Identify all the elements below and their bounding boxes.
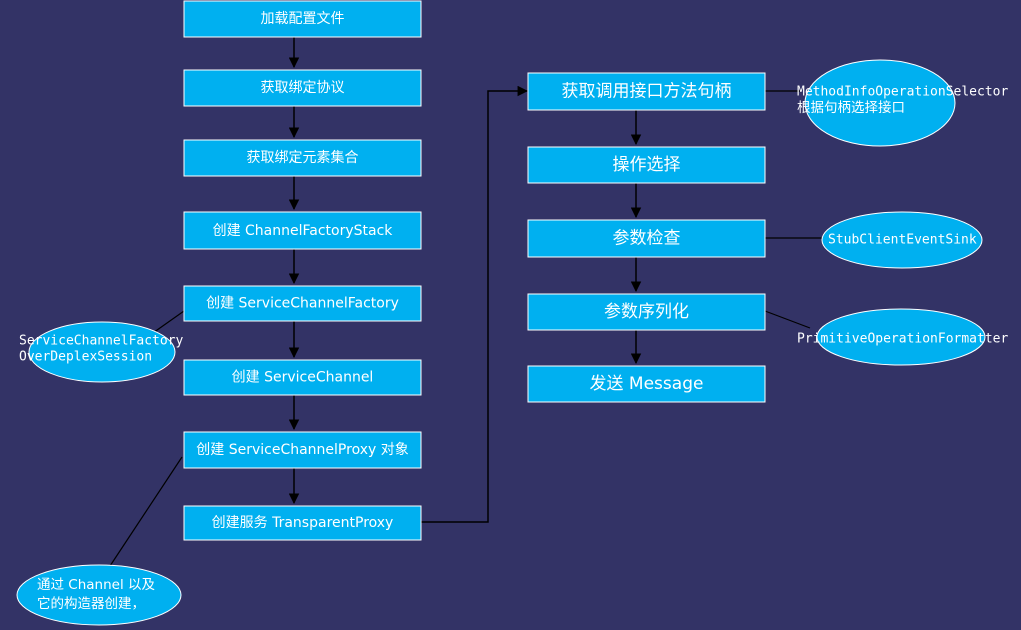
step-label: 发送 Message [590,374,704,394]
step-box [527,146,766,184]
note-factory-session: ServiceChannelFactory OverDeplexSession [19,321,184,383]
leader-formatter [764,310,811,329]
step-create-service-channel-proxy: 创建 ServiceChannelProxy 对象 [183,431,422,469]
step-label: 创建 ServiceChannel [232,370,374,386]
step-box [183,505,422,541]
leader-channel-ctor [107,456,183,570]
note-line: PrimitiveOperationFormatter [797,332,1008,347]
note-event-sink: StubClientEventSink [821,211,983,269]
step-load-config: 加载配置文件 [183,0,422,38]
step-box [527,219,766,258]
step-get-binding-elements: 获取绑定元素集合 [183,139,422,177]
step-send-message: 发送 Message [527,365,766,403]
step-label: 获取绑定元素集合 [247,149,359,166]
step-box [183,139,422,177]
step-label: 加载配置文件 [261,11,345,27]
note-line: 根据句柄选择接口 [797,99,905,116]
note-line: OverDeplexSession [19,350,152,365]
note-line: StubClientEventSink [828,233,977,248]
step-label: 创建 ServiceChannelFactory [206,296,399,312]
step-box [527,293,766,331]
left-column: 加载配置文件 获取绑定协议 获取绑定元素集合 创建 ChannelFactory… [183,0,422,541]
annotation-lines [107,90,822,570]
step-get-binding: 获取绑定协议 [183,69,422,107]
step-label: 创建服务 TransparentProxy [212,515,394,531]
step-box [527,72,766,111]
step-label: 操作选择 [613,155,681,175]
step-label: 获取绑定协议 [261,80,345,96]
right-column: 获取调用接口方法句柄 操作选择 参数检查 参数序列化 发送 Message [527,72,766,403]
step-create-channel-factory-stack: 创建 ChannelFactoryStack [183,211,422,250]
note-ellipse [816,308,986,366]
annotations: ServiceChannelFactory OverDeplexSession … [16,59,1008,626]
step-box [183,0,422,38]
step-label: 参数检查 [613,229,681,249]
note-method-selector: MethodInfoOperationSelector 根据句柄选择接口 [797,59,1008,147]
note-formatter: PrimitiveOperationFormatter [797,308,1008,366]
step-get-method-handle: 获取调用接口方法句柄 [527,72,766,111]
step-label: 创建 ServiceChannelProxy 对象 [196,442,408,458]
note-ellipse [28,321,176,383]
note-ellipse [16,564,182,626]
note-line: 通过 Channel 以及 [37,577,156,593]
note-ellipse [821,211,983,269]
step-param-check: 参数检查 [527,219,766,258]
step-box [183,285,422,322]
step-box [183,211,422,250]
note-line: MethodInfoOperationSelector [797,85,1008,100]
step-operation-select: 操作选择 [527,146,766,184]
step-param-serialize: 参数序列化 [527,293,766,331]
step-box [183,431,422,469]
arrow-cross-column [421,85,529,523]
step-label: 创建 ChannelFactoryStack [213,223,394,239]
step-label: 参数序列化 [604,302,689,322]
note-ellipse [804,59,956,147]
step-box [527,365,766,403]
note-line: 它的构造器创建， [37,595,145,612]
step-create-service-channel-factory: 创建 ServiceChannelFactory [183,285,422,322]
step-label: 获取调用接口方法句柄 [562,82,732,102]
step-box [183,69,422,107]
step-create-transparent-proxy: 创建服务 TransparentProxy [183,505,422,541]
note-line: ServiceChannelFactory [19,334,184,349]
note-channel-ctor: 通过 Channel 以及 它的构造器创建， [16,564,182,626]
step-box [183,359,422,396]
step-create-service-channel: 创建 ServiceChannel [183,359,422,396]
leader-factory-session [149,310,185,336]
left-connectors [288,37,529,523]
